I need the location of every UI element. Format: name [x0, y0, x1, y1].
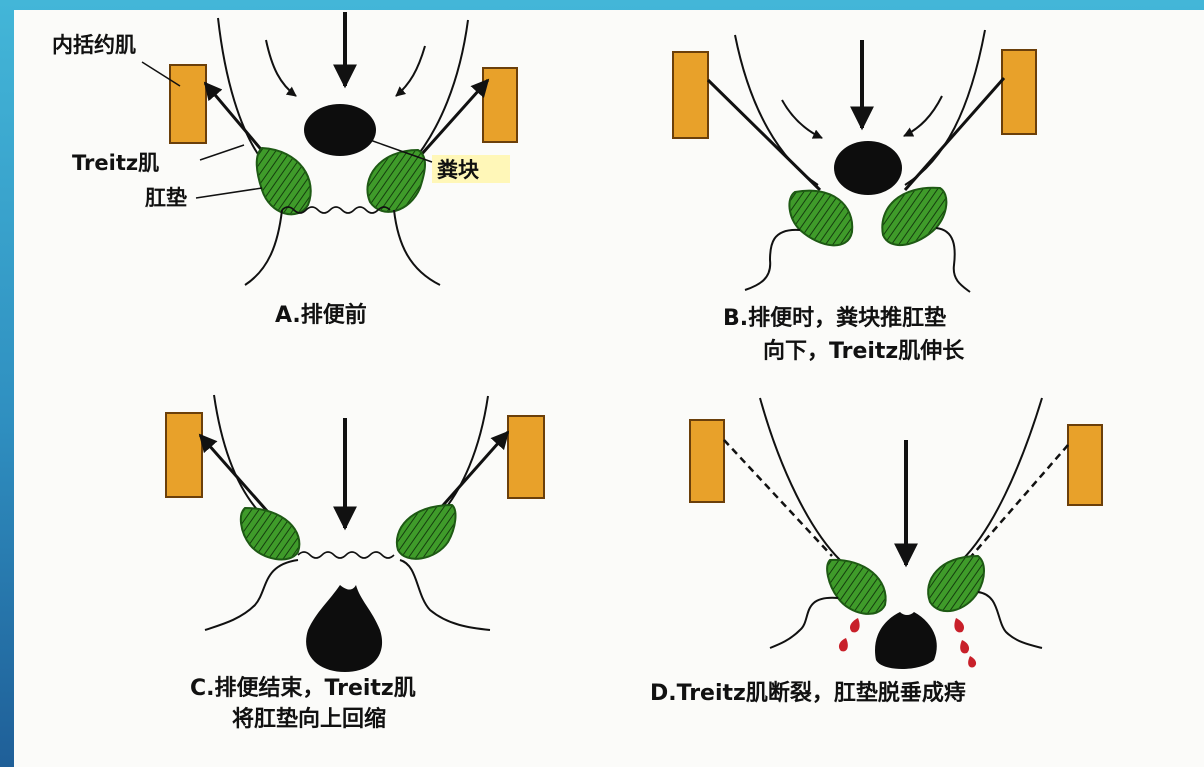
- bleeding-drop-5: [968, 656, 976, 667]
- push-arrow-left: [782, 100, 822, 138]
- panel-c: C.排便结束，Treitz肌 将肛垫向上回缩: [166, 395, 544, 732]
- label-internal-sphincter: 内括约肌: [52, 33, 136, 57]
- leader-anal-cushion: [196, 188, 262, 198]
- internal-sphincter-left: [166, 413, 202, 497]
- label-stool: 粪块: [437, 158, 480, 182]
- prolapsed-cushion-left: [827, 560, 885, 614]
- bleeding-drop-3: [954, 618, 964, 632]
- anal-skin-left: [245, 210, 282, 285]
- caption-b-line-2: 向下，Treitz肌伸长: [763, 338, 965, 364]
- caption-a-line-1: A.排便前: [275, 302, 367, 328]
- ruptured-treitz-right: [968, 445, 1068, 560]
- ruptured-treitz-left: [724, 440, 832, 556]
- panel-d: D.Treitz肌断裂，肛垫脱垂成痔: [650, 398, 1102, 706]
- anal-skin-right: [936, 228, 970, 292]
- anal-cushion-left: [257, 148, 311, 214]
- bleeding-drop-4: [960, 640, 969, 653]
- label-treitz-muscle: Treitz肌: [72, 151, 159, 175]
- treitz-muscle-right: [905, 78, 1004, 190]
- push-arrow-left: [266, 40, 296, 96]
- rectal-wall-right: [410, 20, 468, 165]
- anal-skin-right: [400, 560, 490, 630]
- rectal-wall-right: [905, 30, 985, 185]
- anal-skin-right: [978, 592, 1042, 648]
- anal-skin-right: [394, 210, 440, 285]
- anal-cushion-right: [397, 505, 456, 559]
- panel-b: B.排便时，粪块推肛垫 向下，Treitz肌伸长: [673, 30, 1036, 364]
- prolapsed-cushion-right: [928, 556, 984, 611]
- push-arrow-right: [396, 46, 425, 96]
- bleeding-drop-1: [850, 618, 860, 632]
- internal-sphincter-left: [170, 65, 206, 143]
- treitz-muscle-left: [708, 80, 820, 190]
- anal-cushion-left: [789, 191, 852, 246]
- label-anal-cushion: 肛垫: [145, 186, 187, 210]
- caption-b-line-1: B.排便时，粪块推肛垫: [723, 305, 946, 331]
- rectal-wall-left: [218, 18, 262, 160]
- anal-cushion-left: [241, 508, 300, 559]
- push-arrow-right: [904, 96, 942, 136]
- internal-sphincter-right: [1002, 50, 1036, 134]
- anal-canal-closure: [298, 552, 394, 558]
- rectal-wall-right: [440, 396, 488, 515]
- rectal-wall-right: [962, 398, 1042, 560]
- internal-sphincter-left: [690, 420, 724, 502]
- expelled-stool: [306, 585, 382, 672]
- bleeding-drop-2: [839, 638, 848, 651]
- anal-skin-left: [745, 230, 800, 290]
- anal-skin-left: [205, 560, 298, 630]
- rectal-wall-left: [760, 398, 840, 560]
- treitz-muscle-left: [200, 435, 275, 520]
- caption-c-line-2: 将肛垫向上回缩: [232, 706, 386, 732]
- leader-treitz-muscle: [200, 145, 244, 160]
- caption-d-line-1: D.Treitz肌断裂，肛垫脱垂成痔: [650, 680, 966, 706]
- stool-mass: [304, 104, 376, 156]
- anal-cushion-right: [367, 150, 425, 212]
- rectal-wall-left: [735, 35, 818, 185]
- panel-a: 内括约肌 Treitz肌 肛垫 粪块 A.排便前: [52, 12, 517, 328]
- internal-sphincter-left: [673, 52, 708, 138]
- internal-sphincter-right: [508, 416, 544, 498]
- internal-sphincter-right: [1068, 425, 1102, 505]
- anal-cushion-right: [882, 188, 946, 245]
- stool-mass: [834, 141, 902, 195]
- internal-sphincter-right: [483, 68, 517, 142]
- anal-skin-left: [770, 598, 838, 648]
- expelled-stool: [875, 612, 937, 669]
- caption-c-line-1: C.排便结束，Treitz肌: [190, 675, 416, 701]
